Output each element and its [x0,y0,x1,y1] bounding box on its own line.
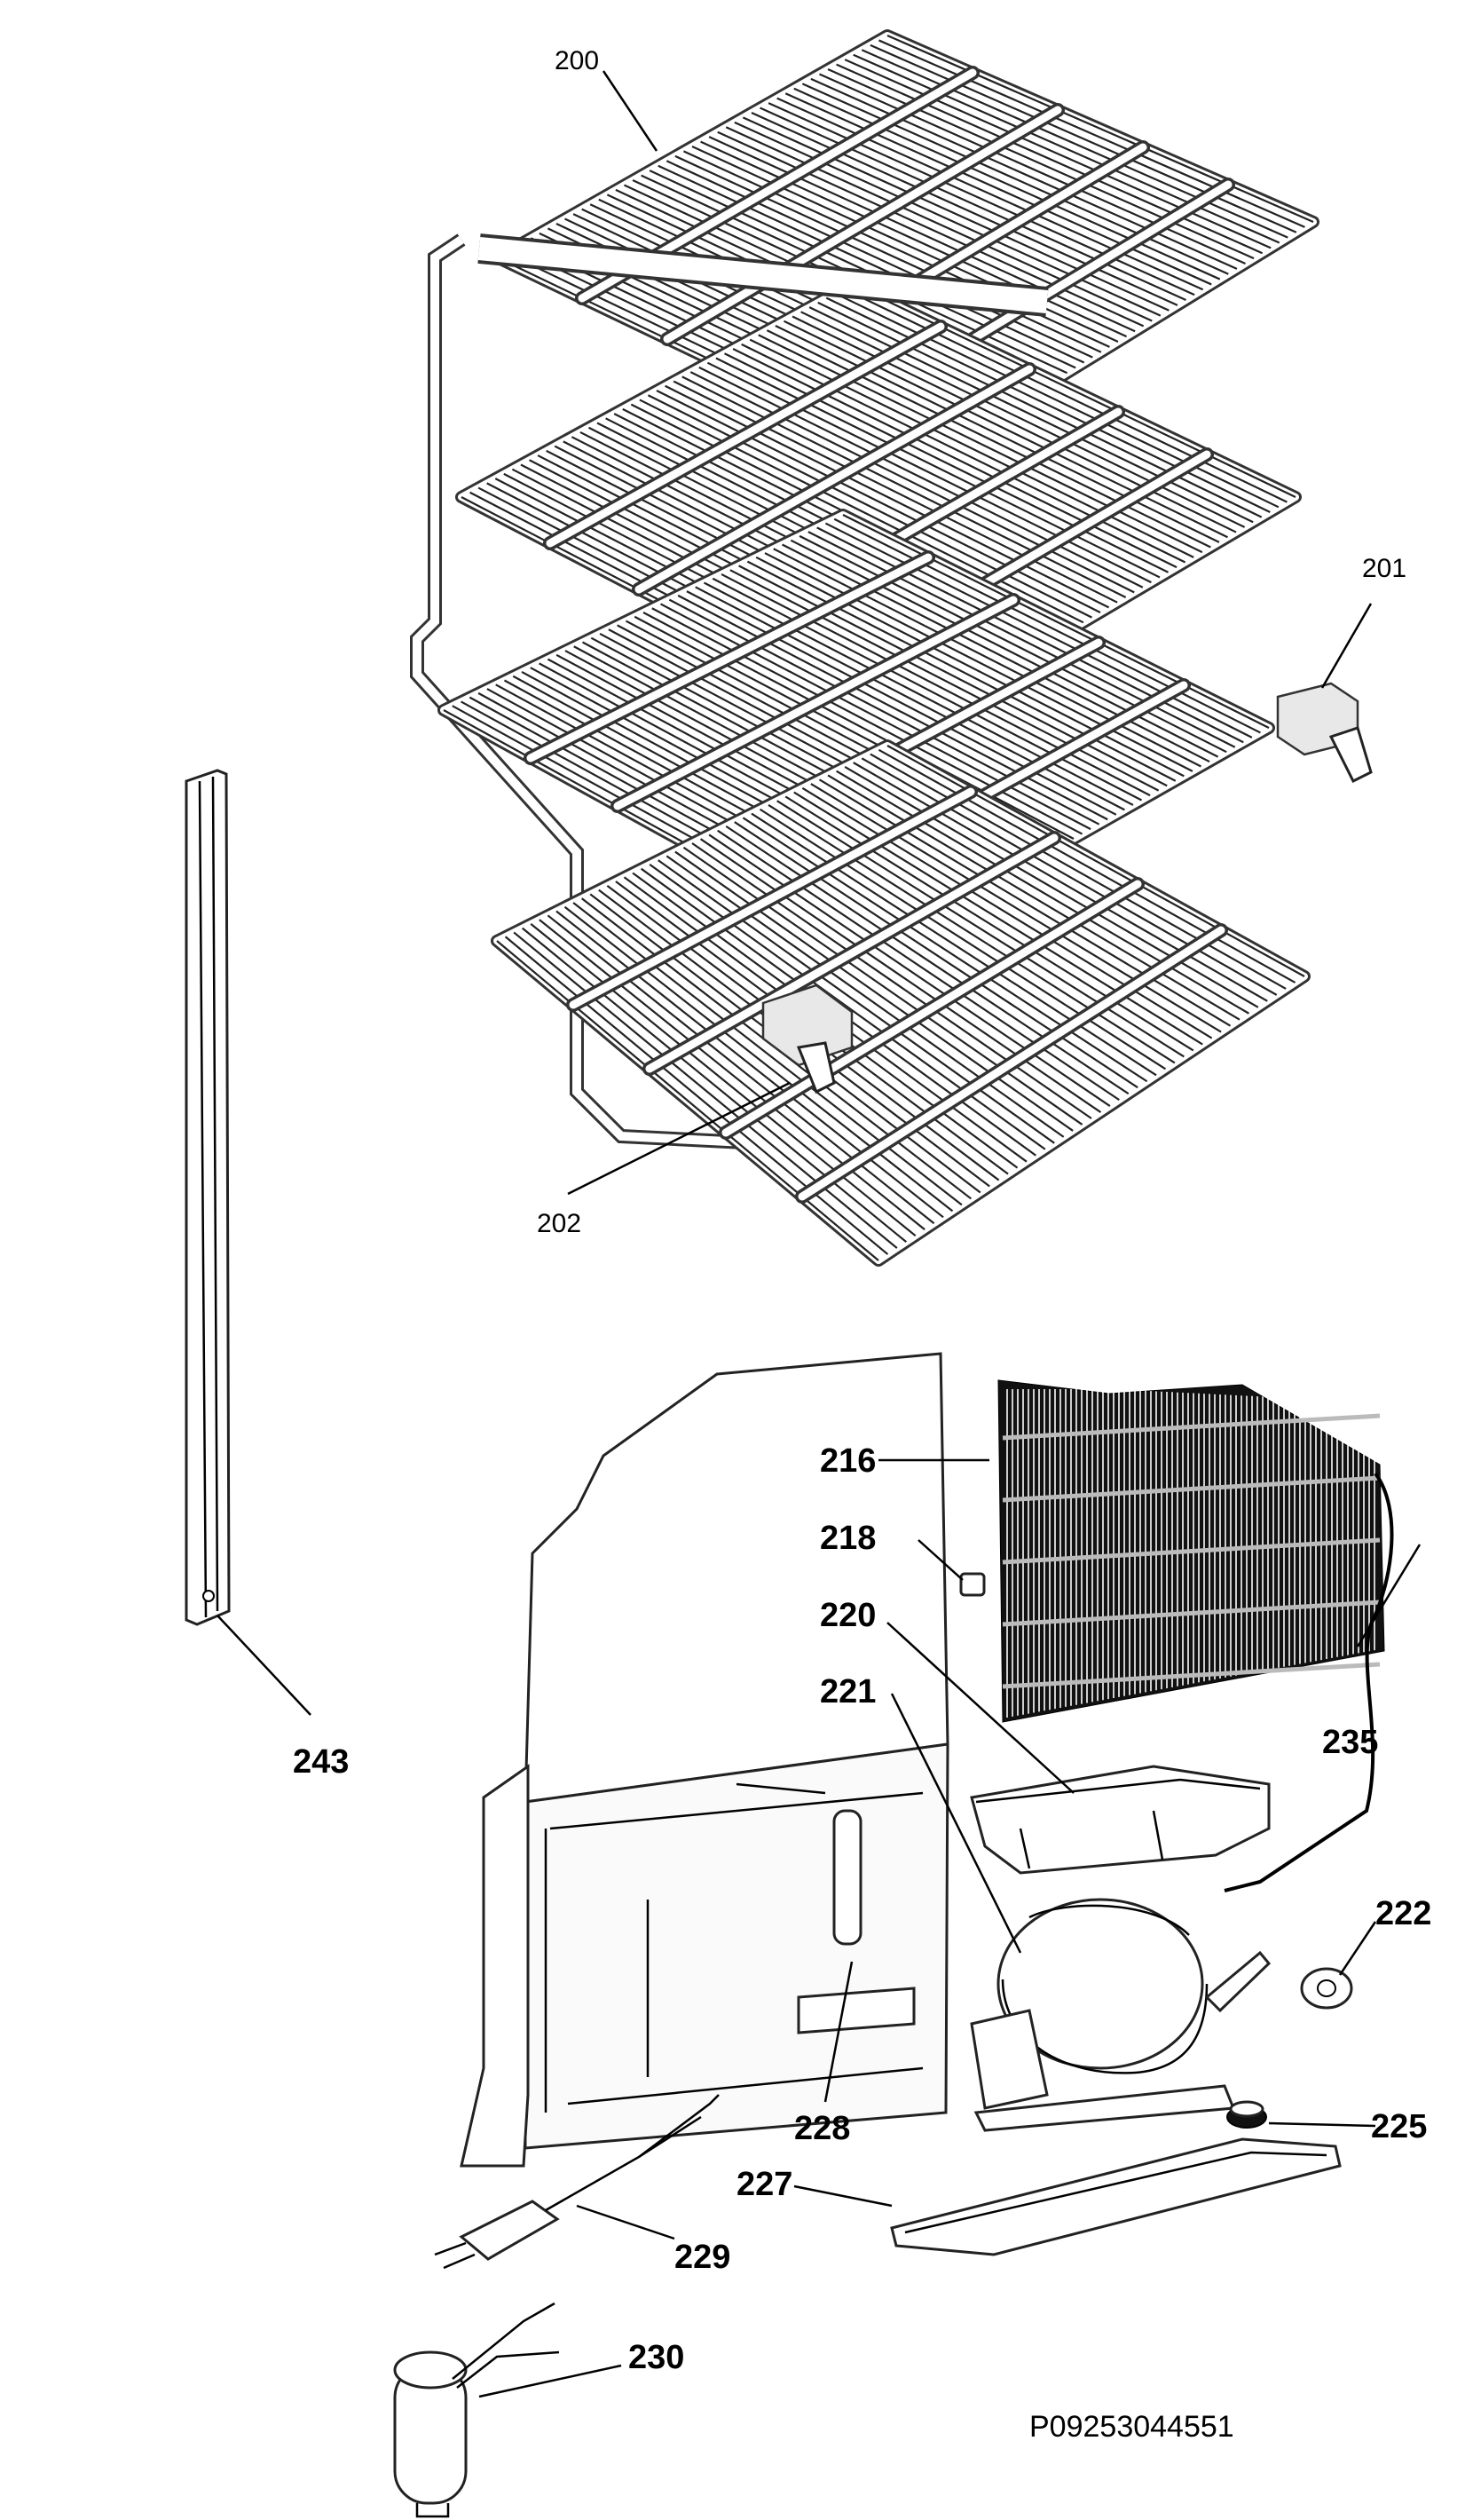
evaporator-shelf-assembly [410,29,1373,1267]
callout-228: 228 [794,2110,850,2147]
callout-235: 235 [1322,1724,1378,1761]
callout-218: 218 [820,1520,876,1557]
callout-243: 243 [293,1743,349,1781]
drain-tray-220 [970,1765,1271,1875]
power-cord-229 [434,2094,720,2270]
leader-lines [217,70,1422,2398]
condenser-tube [1002,1662,1381,1689]
reference-code: P09253044551 [1029,2410,1234,2444]
compressor-221 [970,1898,1272,2132]
grommet-225 [1226,2100,1267,2129]
thermostat-bracket-201 [1276,682,1373,784]
condenser-tube [1002,1600,1381,1627]
callout-216: 216 [820,1442,876,1480]
clip-218 [959,1572,986,1597]
callout-200: 200 [555,46,599,75]
callout-225: 225 [1371,2108,1427,2145]
grommet-222 [1300,1967,1353,2010]
callout-222: 222 [1375,1895,1431,1932]
cabinet-rear-section [460,1352,949,2168]
gasket-strip-243 [185,769,231,1626]
condenser-tube [1002,1413,1381,1441]
callout-201: 201 [1362,554,1406,583]
condenser-216 [997,1379,1394,1892]
callout-227: 227 [736,2166,792,2203]
callout-221: 221 [820,1673,876,1710]
relay-230 [393,2302,560,2518]
callout-202: 202 [537,1209,581,1238]
callout-230: 230 [628,2339,684,2376]
callout-220: 220 [820,1597,876,1634]
mounting-plate-227 [890,2137,1342,2256]
evaporator-shelf [491,739,1311,1267]
connector-block-202 [761,984,854,1094]
condenser-tube [1002,1475,1381,1503]
condenser-tube [1002,1537,1381,1565]
callout-229: 229 [674,2239,730,2276]
